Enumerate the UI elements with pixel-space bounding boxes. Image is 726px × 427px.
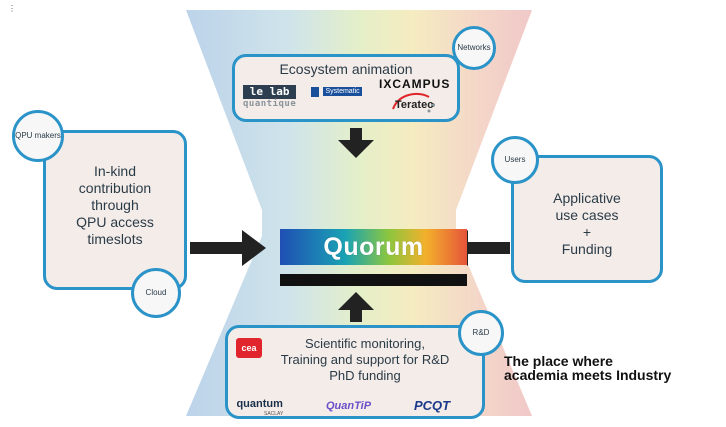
quantum-saclay-logo-text: quantum	[236, 398, 283, 410]
pcqt-logo: PCQT	[414, 398, 451, 413]
qpu-line-3: through	[91, 197, 139, 213]
quorum-underbar	[280, 274, 467, 286]
systematic-logo-text: Systematic	[323, 87, 362, 97]
users-badge: Users	[491, 136, 539, 184]
lelab-logo: le lab quantique	[243, 85, 297, 109]
users-line-1: Applicative	[553, 190, 621, 206]
cea-logo-text: cea	[241, 343, 257, 353]
users-box: Applicative use cases + Funding	[511, 155, 663, 283]
users-text: Applicative use cases + Funding	[514, 190, 660, 258]
qpu-makers-badge: QPU makers	[12, 110, 64, 162]
quantum-saclay-logo: quantum SACLAY	[236, 398, 283, 419]
rnd-text: Scientific monitoring, Training and supp…	[248, 336, 482, 384]
systematic-logo: Systematic	[311, 83, 362, 101]
arrow-down-from-ecosystem	[338, 128, 374, 158]
corner-menu-glyph: ⋮	[8, 4, 16, 13]
cea-logo: cea	[236, 338, 262, 358]
arrow-up-from-rnd	[338, 292, 374, 322]
qpu-makers-box: In-kind contribution through QPU access …	[43, 130, 187, 290]
users-line-4: Funding	[561, 241, 613, 257]
systematic-icon	[311, 86, 319, 97]
rnd-line-2: Training and support for R&D	[280, 352, 450, 367]
ixcampus-logo: IXCAMPUS	[379, 77, 451, 91]
quorum-title: Quorum	[323, 232, 424, 261]
qpu-line-2: contribution	[78, 180, 152, 196]
tagline: The place where academia meets Industry	[504, 354, 724, 382]
tagline-line-1: The place where	[504, 353, 613, 369]
qpu-line-5: timeslots	[87, 231, 143, 247]
quorum-banner: Quorum	[280, 229, 467, 265]
quantum-saclay-logo-sub: SACLAY	[264, 411, 284, 417]
quantip-logo: QuanTiP	[326, 400, 372, 412]
qpu-makers-text: In-kind contribution through QPU access …	[46, 163, 184, 248]
rnd-line-1: Scientific monitoring,	[305, 336, 425, 351]
rnd-box: cea Scientific monitoring, Training and …	[225, 325, 485, 419]
users-line-2: use cases	[555, 207, 619, 223]
qpu-line-1: In-kind	[93, 163, 137, 179]
rnd-badge: R&D	[458, 310, 504, 356]
teratec-logo: Teratec	[392, 92, 435, 113]
lelab-logo-line1: le lab	[243, 85, 297, 99]
tagline-line-2: academia meets Industry	[504, 367, 672, 383]
teratec-logo-text: Teratec	[395, 99, 434, 111]
arrow-right-from-qpu	[190, 230, 266, 266]
ecosystem-box: Ecosystem animation le lab quantique Sys…	[232, 54, 460, 122]
cloud-badge: Cloud	[131, 268, 181, 318]
networks-badge: Networks	[452, 26, 496, 70]
ecosystem-title: Ecosystem animation	[279, 61, 413, 77]
teratec-swoosh-icon	[392, 92, 435, 113]
lelab-logo-line2: quantique	[243, 99, 297, 109]
users-line-3: +	[582, 224, 592, 240]
rnd-line-3: PhD funding	[329, 368, 401, 383]
qpu-line-4: QPU access	[76, 214, 154, 230]
